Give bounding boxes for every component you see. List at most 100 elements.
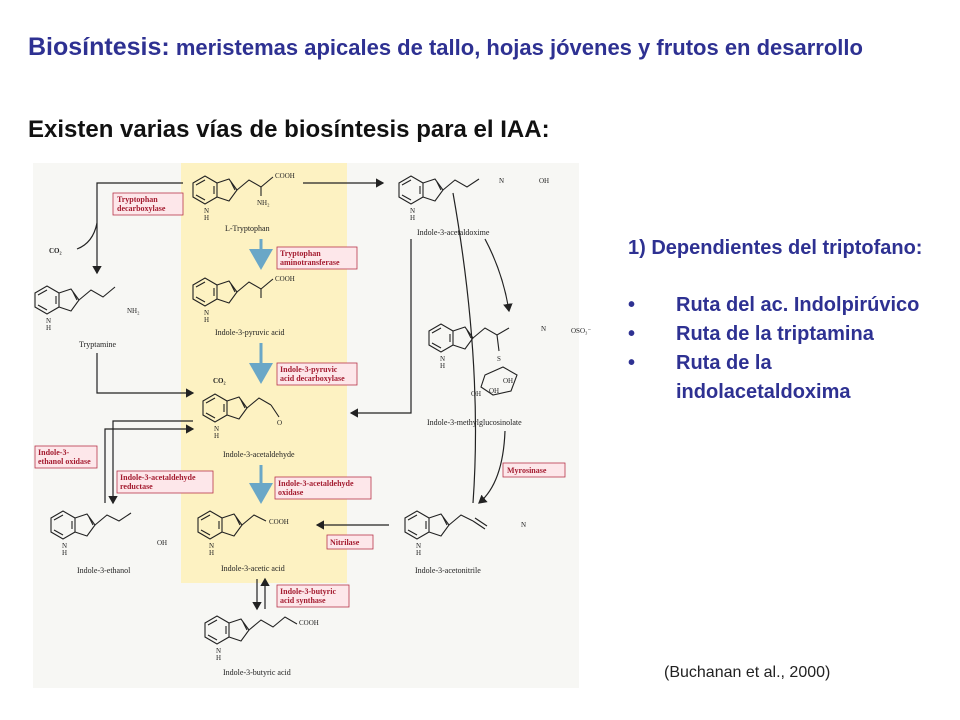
acetonitrile-structure: N H N xyxy=(404,510,526,557)
methylglucosinolate-structure: N H N OSO₃⁻ S OH OH OH xyxy=(428,323,591,398)
route-item: Ruta de la indolacetaldoxima xyxy=(628,349,948,407)
svg-text:OH: OH xyxy=(157,539,167,547)
svg-text:H: H xyxy=(440,362,445,370)
svg-text:N: N xyxy=(62,542,67,550)
indole-ethanol-structure: N H OH xyxy=(50,510,167,557)
enzyme-acetaldehyde-oxidase: Indole-3-acetaldehyde oxidase xyxy=(274,476,372,500)
indole-butyric-structure: N H COOH xyxy=(204,615,319,662)
tryptophan-structure: N H COOH NH₂ xyxy=(192,172,295,222)
svg-text:N: N xyxy=(214,425,219,433)
svg-text:Indole-3-acetaldehyde: Indole-3-acetaldehyde xyxy=(278,479,354,488)
svg-text:COOH: COOH xyxy=(269,518,289,526)
enzyme-iba-synthase: Indole-3-butyric acid synthase xyxy=(276,584,350,608)
page-subtitle: Existen varias vías de biosíntesis para … xyxy=(28,116,550,143)
route-item: Ruta del ac. Indolpirúvico xyxy=(628,291,948,320)
svg-text:N: N xyxy=(410,207,415,215)
co2-label-2: CO₂ xyxy=(213,377,226,385)
svg-text:Myrosinase: Myrosinase xyxy=(507,466,547,475)
label-indole-pyruvic: Indole-3-pyruvic acid xyxy=(215,328,285,337)
svg-text:N: N xyxy=(521,521,526,529)
tryptamine-structure: N H NH₂ xyxy=(34,285,140,332)
enzyme-nitrilase: Nitrilase xyxy=(326,534,374,550)
svg-text:OH: OH xyxy=(471,390,481,398)
svg-text:H: H xyxy=(204,316,209,324)
svg-text:OH: OH xyxy=(503,377,513,385)
indole-acetaldehyde-structure: N H O xyxy=(202,393,282,440)
arrow-acetaldoxime-to-iaald xyxy=(349,239,412,418)
arrow-trp-to-tryptamine xyxy=(92,182,183,275)
svg-text:N: N xyxy=(541,325,546,333)
label-indole-acetic: Indole-3-acetic acid xyxy=(221,564,285,573)
co2-label-1: CO₂ xyxy=(49,247,62,255)
arrow-iaald-to-ethanol xyxy=(108,420,193,505)
svg-text:H: H xyxy=(416,549,421,557)
svg-text:NH₂: NH₂ xyxy=(257,199,270,207)
svg-text:H: H xyxy=(62,549,67,557)
svg-text:H: H xyxy=(214,432,219,440)
svg-text:aminotransferase: aminotransferase xyxy=(280,258,340,267)
label-indole-acetaldehyde: Indole-3-acetaldehyde xyxy=(223,450,295,459)
svg-text:OSO₃⁻: OSO₃⁻ xyxy=(571,327,591,335)
svg-text:COOH: COOH xyxy=(299,619,319,627)
label-tryptophan: L-Tryptophan xyxy=(225,224,270,233)
citation: (Buchanan et al., 2000) xyxy=(664,664,831,681)
svg-text:Indole-3-acetaldehyde: Indole-3-acetaldehyde xyxy=(120,473,196,482)
arrow-co2-release-1 xyxy=(76,222,98,250)
arrow-glucosinolate-to-acetonitrile xyxy=(478,430,506,504)
svg-text:NH₂: NH₂ xyxy=(127,307,140,315)
label-indole-ethanol: Indole-3-ethanol xyxy=(77,566,131,575)
svg-text:H: H xyxy=(410,214,415,222)
svg-text:COOH: COOH xyxy=(275,275,295,283)
svg-text:H: H xyxy=(209,549,214,557)
arrow-acetaldoxime-to-glucosinolate xyxy=(484,238,513,313)
svg-text:Indole-3-butyric: Indole-3-butyric xyxy=(280,587,336,596)
indole-acetic-structure: N H COOH xyxy=(197,510,289,557)
svg-text:oxidase: oxidase xyxy=(278,488,304,497)
label-tryptamine: Tryptamine xyxy=(79,340,116,349)
arrow-acetaldoxime-to-acetonitrile xyxy=(452,192,477,504)
svg-text:ethanol oxidase: ethanol oxidase xyxy=(38,457,91,466)
svg-text:H: H xyxy=(204,214,209,222)
pathway-summary: 1) Dependientes del triptofano: Ruta del… xyxy=(628,234,948,407)
title-rest: meristemas apicales de tallo, hojas jóve… xyxy=(169,35,863,60)
iaa-biosynthesis-diagram: N H COOH NH₂ L-Tryptophan N H COOH Indol… xyxy=(33,163,591,688)
route-item: Ruta de la triptamina xyxy=(628,320,948,349)
enzyme-ipa-decarboxylase: Indole-3-pyruvic acid decarboxylase xyxy=(276,362,358,386)
arrow-ethanol-to-iaald xyxy=(104,424,195,503)
svg-text:OH: OH xyxy=(539,177,549,185)
svg-text:N: N xyxy=(204,207,209,215)
enzyme-ethanol-oxidase: Indole-3- ethanol oxidase xyxy=(34,445,98,469)
acetaldoxime-structure: N H N OH xyxy=(398,175,549,222)
enzyme-acetaldehyde-reductase: Indole-3-acetaldehyde reductase xyxy=(116,470,214,494)
svg-text:H: H xyxy=(46,324,51,332)
title-lead: Biosíntesis: xyxy=(28,33,170,61)
svg-text:acid synthase: acid synthase xyxy=(280,596,326,605)
svg-text:Tryptophan: Tryptophan xyxy=(117,195,158,204)
indole-pyruvic-structure: N H COOH xyxy=(192,275,295,324)
arrow-tryptamine-to-iaald xyxy=(96,353,195,398)
svg-text:H: H xyxy=(216,654,221,662)
svg-text:Indole-3-pyruvic: Indole-3-pyruvic xyxy=(280,365,338,374)
svg-text:Nitrilase: Nitrilase xyxy=(330,538,360,547)
label-indole-butyric: Indole-3-butyric acid xyxy=(223,668,291,677)
svg-text:reductase: reductase xyxy=(120,482,153,491)
svg-text:COOH: COOH xyxy=(275,172,295,180)
label-methylglucosinolate: Indole-3-methylglucosinolate xyxy=(427,418,522,427)
svg-text:S: S xyxy=(497,355,501,363)
svg-text:decarboxylase: decarboxylase xyxy=(117,204,166,213)
svg-text:N: N xyxy=(440,355,445,363)
label-acetaldoxime: Indole-3-acetaldoxime xyxy=(417,228,490,237)
svg-text:OH: OH xyxy=(489,387,499,395)
svg-text:N: N xyxy=(216,647,221,655)
svg-text:N: N xyxy=(204,309,209,317)
page-title: Biosíntesis: meristemas apicales de tall… xyxy=(28,32,948,63)
svg-text:N: N xyxy=(499,177,504,185)
svg-text:N: N xyxy=(46,317,51,325)
dependent-heading: 1) Dependientes del triptofano: xyxy=(628,237,923,259)
svg-text:Indole-3-: Indole-3- xyxy=(38,448,69,457)
enzyme-trp-decarboxylase: Tryptophan decarboxylase xyxy=(112,192,184,216)
svg-text:N: N xyxy=(416,542,421,550)
enzyme-trp-aminotransferase: Tryptophan aminotransferase xyxy=(276,246,358,270)
svg-text:Tryptophan: Tryptophan xyxy=(280,249,321,258)
enzyme-myrosinase: Myrosinase xyxy=(502,462,566,478)
